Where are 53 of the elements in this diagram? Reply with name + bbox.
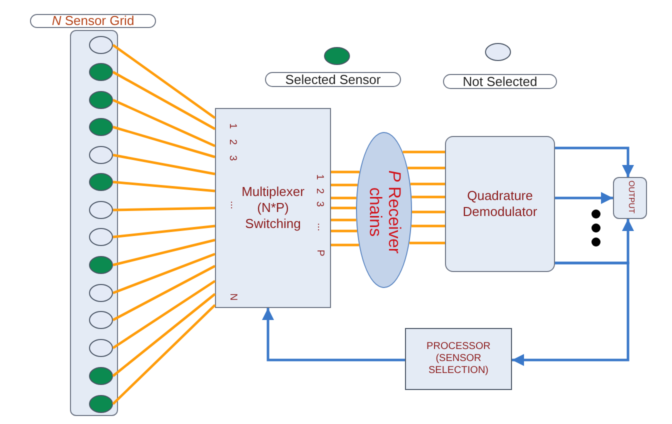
connector-line (412, 196, 445, 198)
port-label: 2 (226, 139, 237, 145)
box-label: Multiplexer (N*P) Switching (240, 184, 306, 232)
connector-line (402, 150, 445, 154)
connector-line (112, 252, 216, 294)
connector-line (410, 182, 445, 186)
connector-line (331, 230, 358, 232)
legend-label: Not Selected (443, 74, 557, 89)
processor-box (405, 328, 512, 390)
connector-line (112, 224, 216, 238)
legend-label: Selected Sensor (265, 72, 401, 87)
connector-line (112, 264, 216, 322)
output-label: OUTPUT (626, 180, 636, 216)
connector-line (331, 244, 359, 246)
connector-line (409, 242, 445, 244)
connector-line (331, 206, 356, 210)
connector-line (112, 154, 216, 176)
connector-line (331, 170, 360, 174)
connector-line (112, 98, 216, 148)
connector-line (331, 184, 358, 186)
connector-line (112, 70, 216, 130)
ellipse-label: P Receiver chains (366, 169, 404, 256)
connector-line (408, 166, 445, 170)
connector-line (112, 280, 216, 350)
connector-line (331, 218, 356, 222)
output-box (613, 177, 647, 219)
port-label: N (228, 293, 238, 301)
box-label: Quadrature Demodulator (462, 188, 538, 220)
arrow (262, 308, 405, 362)
demodulator-box (445, 136, 555, 272)
connector-line (112, 238, 216, 266)
connector-line (112, 206, 216, 212)
port-label: ... (315, 222, 326, 232)
connector-line (331, 196, 356, 200)
arrow (555, 146, 634, 177)
port-label: 2 (314, 188, 324, 194)
port-label: 1 (226, 123, 237, 129)
port-label: P (314, 250, 324, 256)
port-label: 1 (314, 174, 324, 180)
port-label: 3 (226, 155, 237, 161)
port-label: 3 (314, 201, 324, 207)
box-label: PROCESSOR (SENSOR SELECTION) (426, 341, 492, 377)
connector-line (112, 126, 216, 158)
connector-line (112, 293, 216, 377)
multiplexer-box (215, 108, 331, 308)
arrow (512, 262, 630, 366)
connector-line (112, 180, 216, 192)
arrow (555, 192, 613, 204)
port-label: ... (228, 200, 238, 210)
connector-line (112, 304, 216, 405)
connector-line (412, 210, 445, 214)
connector-line (411, 224, 445, 228)
panel-heading: N Sensor Grid (30, 14, 156, 28)
